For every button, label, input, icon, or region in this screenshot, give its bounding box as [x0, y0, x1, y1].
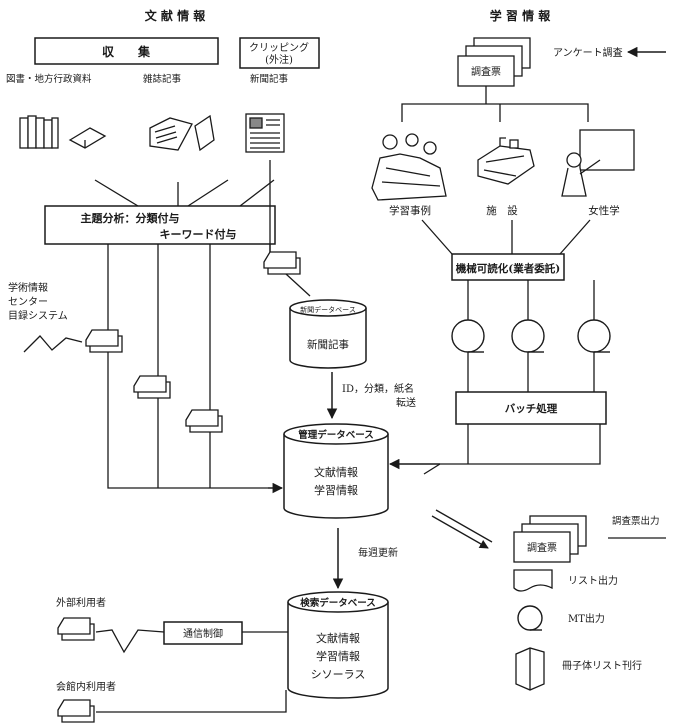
nacsis-terminal-icon	[86, 330, 122, 352]
source-magazine-label: 雑誌記事	[143, 73, 182, 85]
booklet-icon	[516, 648, 544, 690]
survey-card-label: 調査票	[471, 65, 501, 78]
output-card-label: 調査票	[527, 541, 557, 554]
category-cases: 学習事例	[389, 204, 431, 217]
women-icon	[562, 130, 634, 196]
search-db-item3: シソーラス	[311, 668, 366, 681]
internal-user-terminal-icon	[58, 700, 94, 722]
comm-label: 通信制御	[183, 627, 223, 640]
management-db-item2: 学習情報	[314, 483, 358, 497]
external-link	[96, 630, 164, 652]
transfer-line1: ID，分類，紙名	[342, 382, 414, 395]
nacsis-line2: センター	[8, 296, 48, 308]
mt-output-icon	[518, 606, 542, 630]
external-user-label: 外部利用者	[56, 596, 106, 609]
output-mt-label: MT出力	[568, 612, 605, 625]
header-gakushu: 学 習 情 報	[490, 8, 552, 23]
header-bunken: 文 献 情 報	[145, 8, 207, 23]
survey-label: アンケート調査	[553, 46, 623, 59]
clipping-label-line1: クリッピング	[249, 41, 309, 54]
weekly-update-label: 毎週更新	[358, 546, 398, 559]
clipping-box: クリッピング (外注)	[240, 38, 319, 68]
nacsis-link	[24, 336, 82, 352]
output-card-stack: 調査票	[514, 516, 586, 562]
magnetic-tape-icon	[578, 320, 610, 352]
list-output-icon	[514, 570, 552, 591]
search-db-item1: 文献情報	[316, 631, 360, 645]
cases-icon	[372, 134, 446, 200]
machine-box: 機械可読化(業者委託)	[452, 254, 564, 280]
category-facilities: 施 設	[486, 204, 518, 217]
management-db-item1: 文献情報	[314, 465, 358, 479]
collection-box: 収 集	[35, 38, 218, 64]
management-db: 管理データベース 文献情報 学習情報	[284, 424, 388, 518]
newspaper-terminal-icon	[264, 252, 300, 274]
newspaper-db-content: 新聞記事	[307, 338, 349, 351]
output-arrow	[436, 510, 492, 542]
newspaper-icon	[246, 114, 284, 152]
category-branch	[402, 86, 588, 122]
output-list-label: リスト出力	[568, 574, 618, 587]
terminal-icon	[186, 410, 222, 432]
internal-link	[96, 690, 286, 712]
survey-card-stack: 調査票	[458, 38, 530, 86]
terminal-icon	[134, 376, 170, 398]
internal-user-label: 会館内利用者	[56, 680, 116, 693]
comm-box: 通信制御	[164, 622, 242, 644]
magnetic-tape-icon	[452, 320, 484, 352]
output-survey-label: 調査票出力	[612, 515, 660, 527]
output-arrow	[432, 516, 488, 548]
category-converge	[422, 220, 590, 254]
analysis-line1: 主題分析：分類付与	[81, 211, 180, 225]
batch-to-db	[424, 424, 600, 474]
batch-box: バッチ処理	[456, 392, 606, 424]
output-booklet-label: 冊子体リスト刊行	[562, 659, 642, 672]
collection-title: 収 集	[102, 44, 151, 59]
analysis-box: 主題分析：分類付与 キーワード付与	[45, 206, 275, 244]
machine-label: 機械可読化(業者委託)	[456, 262, 560, 275]
source-newspaper-label: 新聞記事	[250, 73, 289, 85]
flow-line	[286, 274, 310, 296]
nacsis-line3: 目録システム	[8, 309, 68, 322]
management-db-title: 管理データベース	[298, 429, 374, 441]
search-db: 検索データベース 文献情報 学習情報 シソーラス	[288, 592, 388, 698]
search-db-item2: 学習情報	[316, 649, 360, 663]
external-user-terminal-icon	[58, 618, 94, 640]
nacsis-line1: 学術情報	[8, 281, 48, 294]
newspaper-db: 新聞データベース 新聞記事	[290, 300, 366, 368]
flow-lines-left	[108, 244, 270, 488]
books-icon	[20, 116, 105, 148]
analysis-line2: キーワード付与	[160, 227, 237, 241]
collect-line	[95, 180, 274, 206]
newspaper-db-title: 新聞データベース	[300, 305, 356, 314]
clipping-label-line2: (外注)	[265, 53, 293, 66]
search-db-title: 検索データベース	[300, 597, 376, 609]
magazine-icon	[150, 116, 214, 150]
magnetic-tape-icon	[512, 320, 544, 352]
category-women: 女性学	[588, 204, 620, 217]
source-books-label: 図書・地方行政資料	[6, 73, 92, 85]
batch-label: バッチ処理	[505, 402, 558, 415]
transfer-line2: 転送	[396, 396, 416, 409]
facilities-icon	[478, 138, 534, 184]
